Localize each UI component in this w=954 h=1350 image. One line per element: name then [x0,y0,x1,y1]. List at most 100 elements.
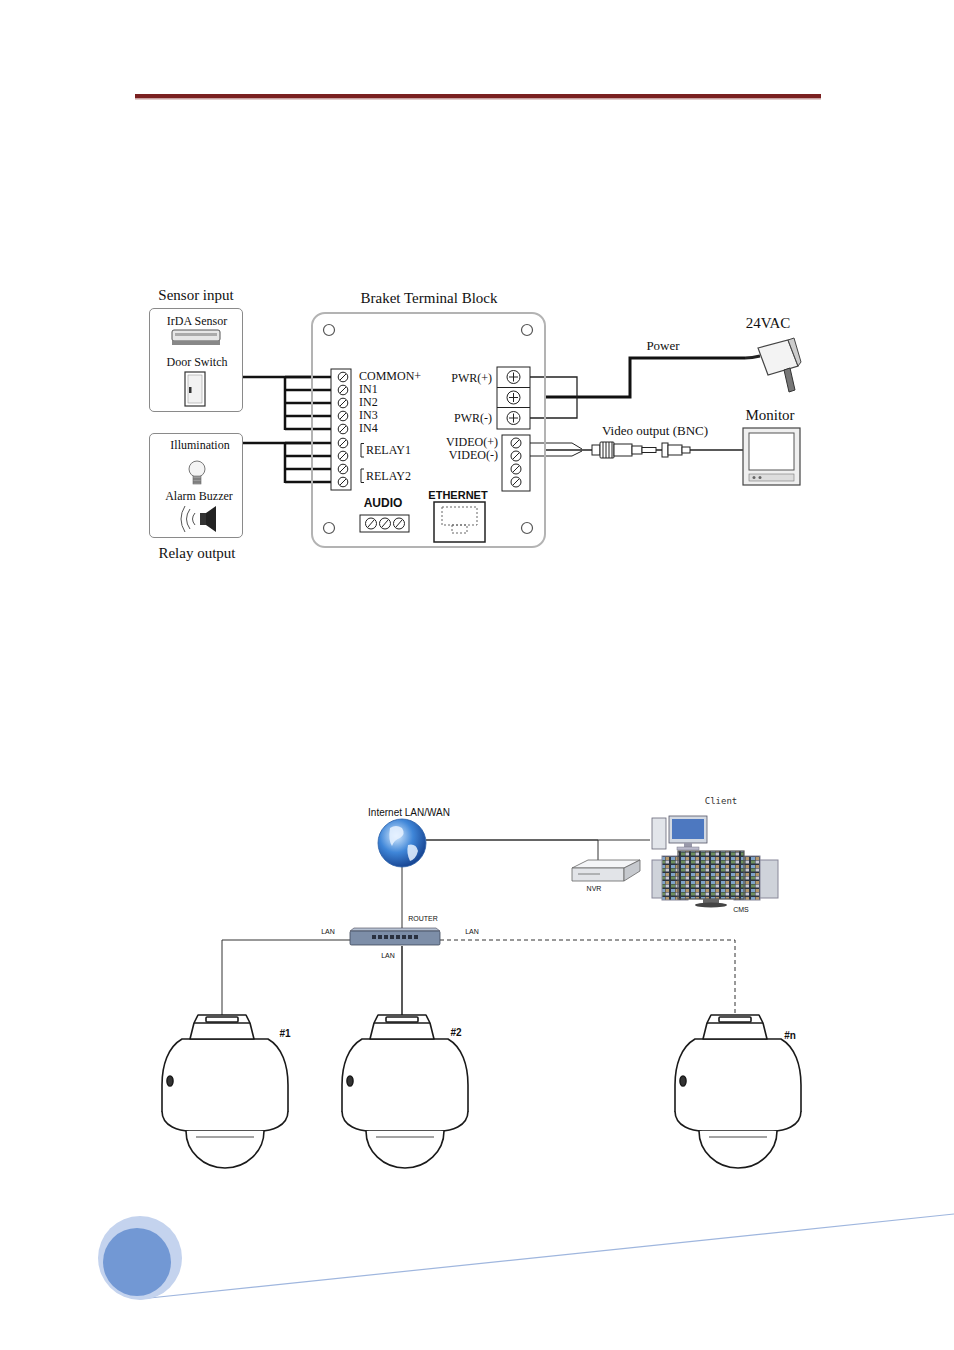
dome-camera [162,1015,288,1168]
router-device [350,931,440,945]
network-link [402,867,403,928]
irda-sensor-icon [172,330,220,345]
edge-label: LAN [380,952,396,960]
audio-terminal [396,520,402,527]
audio-terminal [366,518,377,529]
router-device [402,935,406,939]
terminal-strip [340,440,346,446]
pin-name: RELAY2 [366,470,411,482]
dome-camera [675,1015,801,1168]
mounting-hole [324,325,533,534]
monitor-icon [749,474,794,481]
port-name: ETHERNET [428,490,487,501]
bnc-connector [592,445,600,455]
buzzer-icon [200,513,206,525]
router-device [390,935,394,939]
edge-label: LAN [464,928,480,936]
terminal-strip [340,387,346,393]
terminal-strip [340,413,346,419]
client-computer [672,819,704,839]
power-terminal [507,371,520,384]
camera: #1 [160,1015,290,1169]
globe-icon [407,845,418,861]
client-computer [669,816,707,843]
nvr-device [572,860,640,881]
mounting-hole [522,325,533,336]
edge-label: Video output (BNC) [601,424,709,438]
power-terminal [497,387,530,388]
lan-link [401,946,403,1015]
ethernet-port [452,525,467,533]
terminal-strip [340,426,346,432]
node-heading: Braket Terminal Block [361,290,498,307]
client-computer [684,843,692,847]
node-heading: NVR [587,885,602,893]
terminal-strip [331,369,351,490]
video-wires [530,443,582,456]
page-footer [98,1216,182,1300]
client-computer [677,847,699,850]
router-device [414,935,418,939]
node-text: IrDA Sensor [167,315,227,328]
terminal-strip [340,374,346,380]
power-wires [530,377,577,418]
power-terminal [509,393,518,402]
audio-terminal [360,515,409,532]
bnc-connector [592,442,690,458]
power-adapter: 24VAC [745,338,801,393]
lan-link [440,940,735,1015]
dome-camera [342,1015,468,1168]
pin-name: IN1 [359,383,378,395]
power-adapter [784,368,795,392]
terminal-strip [340,479,346,485]
power-terminal [507,412,520,425]
client-computer [652,818,666,849]
globe-icon [378,819,426,867]
network-link [426,840,598,860]
video-terminal [511,451,521,461]
monitor-icon [753,476,756,479]
video-terminal [511,477,521,487]
header-rule [135,94,821,100]
bnc-connector [600,442,614,458]
router-device [350,928,440,931]
power-terminal [509,414,518,423]
pin-name: RELAY1 [366,444,411,456]
monitor-icon [743,428,800,485]
irda-sensor-icon [172,341,220,345]
power-terminal [507,391,520,404]
bnc-connector [614,444,632,456]
cms-monitor-wall [652,851,778,908]
pin-name: PWR(-) [454,412,492,424]
video-terminal [513,440,519,446]
irda-sensor-icon [172,330,220,341]
relay-bracket [361,444,364,483]
power-terminal [497,407,530,408]
node-heading: Internet LAN/WAN [368,807,450,818]
router-device [372,935,376,939]
bnc-connector [603,442,612,458]
internet-globe: Internet LAN/WAN [378,819,426,867]
video-terminal [513,479,519,485]
edge-label: LAN [320,928,336,936]
pin-name: IN3 [359,409,378,421]
video-terminal [511,464,521,474]
node-heading: CMS [733,906,749,914]
monitor-icon [743,428,800,485]
door-switch-icon [185,372,205,406]
video-wires [530,443,582,456]
router-device [372,935,418,939]
header-rule [135,94,821,98]
client-computer [652,816,707,850]
audio-terminal [394,518,405,529]
node-heading: 24VAC [746,315,791,332]
terminal-strip [338,372,348,382]
mounting-hole [522,523,533,534]
power-adapter [745,338,801,392]
cms: CMS [650,850,780,908]
lan-link [222,940,350,1015]
input-wires [285,376,331,430]
terminal-strip [338,477,348,487]
terminal-strip [338,385,348,395]
page-footer [98,1214,954,1300]
